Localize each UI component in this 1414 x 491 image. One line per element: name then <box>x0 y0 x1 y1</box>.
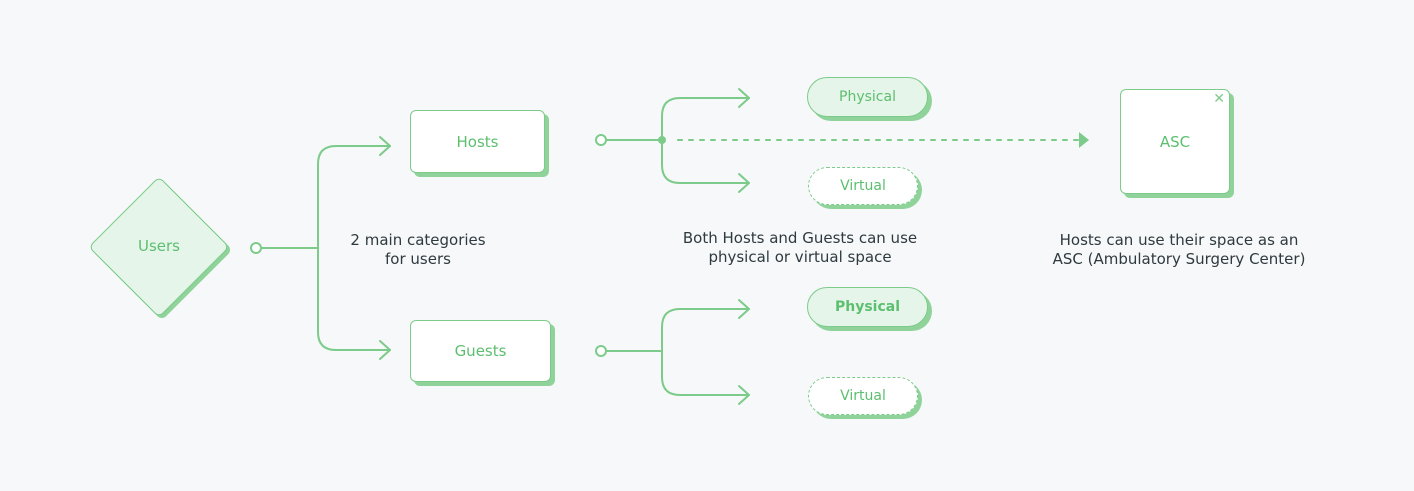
guests-arrowhead <box>379 340 391 360</box>
categories-caption: 2 main categories for users <box>330 231 506 269</box>
space-caption: Both Hosts and Guests can use physical o… <box>665 229 935 267</box>
guests-node[interactable]: Guests <box>410 320 551 382</box>
guests-virtual-node[interactable]: Virtual <box>808 377 918 415</box>
guests-physical-node[interactable]: Physical <box>807 287 928 327</box>
guests-branch <box>661 308 750 396</box>
hosts-port <box>595 134 607 146</box>
hosts-virtual-node[interactable]: Virtual <box>808 167 918 205</box>
guests-physical-arrowhead <box>738 299 750 319</box>
close-icon[interactable]: ✕ <box>1213 91 1225 107</box>
space-caption-line1: Both Hosts and Guests can use <box>682 229 918 247</box>
users-port <box>250 242 262 254</box>
hosts-virtual-arrowhead <box>738 173 750 193</box>
asc-caption-line1: Hosts can use their space as an <box>1059 231 1299 249</box>
hosts-label: Hosts <box>456 132 499 151</box>
guests-port <box>595 345 607 357</box>
guests-virtual-label: Virtual <box>840 388 886 404</box>
categories-caption-line2: for users <box>385 250 451 268</box>
hosts-physical-label: Physical <box>839 89 896 105</box>
users-branch <box>317 145 391 351</box>
asc-caption: Hosts can use their space as an ASC (Amb… <box>1035 231 1323 269</box>
categories-caption-line1: 2 main categories <box>350 231 486 249</box>
hosts-virtual-label: Virtual <box>840 178 886 194</box>
guests-physical-label: Physical <box>834 299 901 315</box>
asc-label: ASC <box>1159 132 1191 151</box>
hosts-physical-node[interactable]: Physical <box>807 77 928 117</box>
users-label: Users <box>137 237 180 255</box>
guests-virtual-arrowhead <box>738 385 750 405</box>
asc-arrowhead <box>1079 132 1089 148</box>
asc-node[interactable]: ASC ✕ <box>1120 89 1230 194</box>
space-caption-line2: physical or virtual space <box>708 248 892 266</box>
hosts-physical-arrowhead <box>738 88 750 108</box>
asc-caption-line2: ASC (Ambulatory Surgery Center) <box>1052 250 1306 268</box>
hosts-arrowhead <box>379 136 391 156</box>
guests-label: Guests <box>454 342 507 360</box>
hosts-branch <box>661 97 750 184</box>
hosts-node[interactable]: Hosts <box>410 110 545 173</box>
